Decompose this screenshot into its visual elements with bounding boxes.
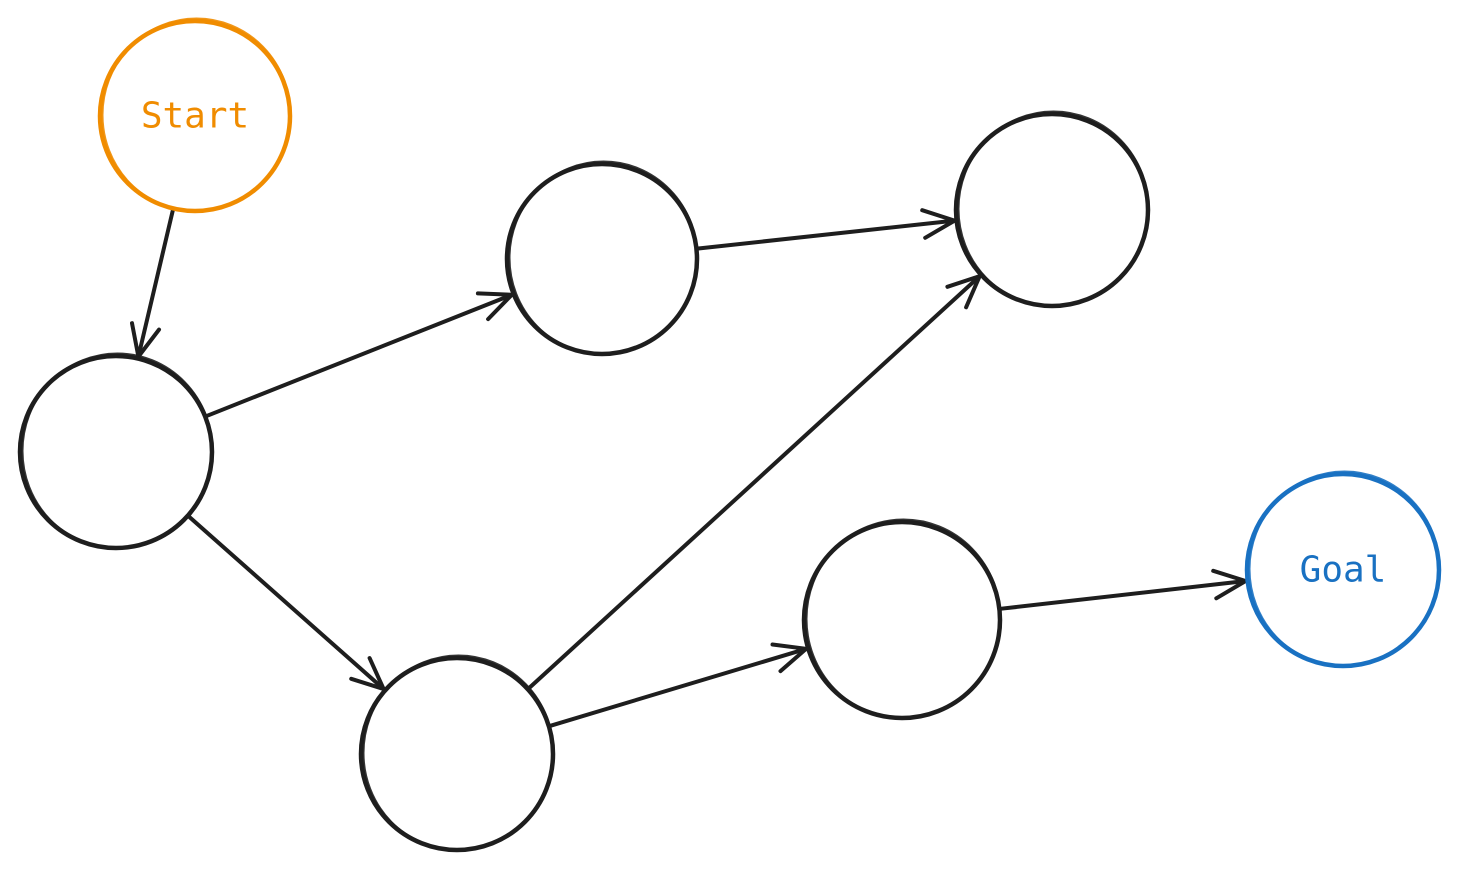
edge-line [205,292,514,418]
edge-n4-n5 [548,642,809,728]
node-n1 [17,352,215,551]
edge-n5-goal [999,568,1248,611]
node-sketch-stroke [1248,470,1441,668]
node-n5 [801,518,1003,721]
node-sketch-stroke [508,160,699,356]
node-n2 [504,160,700,357]
node-sketch-stroke [101,17,292,213]
node-sketch-stroke [805,518,1002,720]
edge-n2-n3 [696,208,957,251]
node-sketch-stroke [21,352,214,550]
edge-start-n1 [130,208,175,359]
edge-line [548,646,809,728]
edge-line [187,515,386,691]
node-label: Goal [1300,550,1387,591]
node-label: Start [141,96,249,137]
node-sketch-stroke [362,654,555,852]
node-start: Start [97,17,293,214]
edge-line [696,218,957,251]
edge-line [136,208,175,359]
node-n4 [358,654,556,853]
edge-line [527,274,982,690]
node-goal: Goal [1244,470,1442,669]
node-sketch-stroke [957,110,1150,308]
node-n3 [953,110,1151,309]
edge-line [999,579,1248,611]
edge-n1-n4 [187,515,386,691]
edges-layer [130,208,1248,728]
edge-n1-n2 [205,291,514,418]
